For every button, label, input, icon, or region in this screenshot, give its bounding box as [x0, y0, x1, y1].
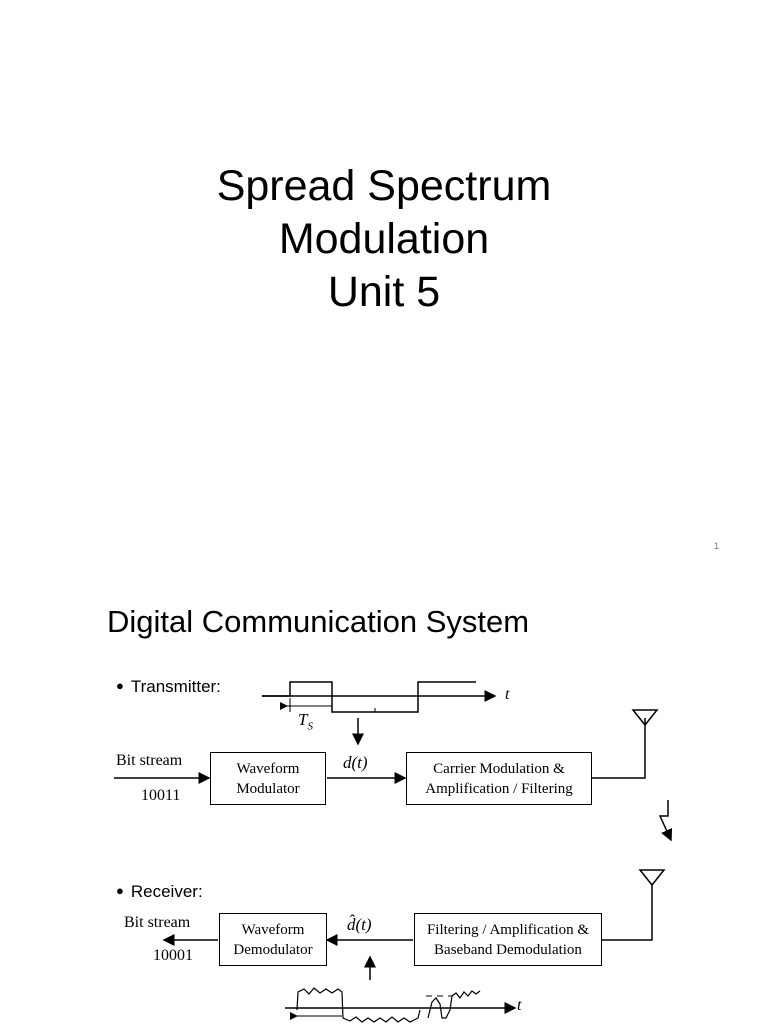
- waveform-demodulator-box: Waveform Demodulator: [219, 913, 327, 966]
- tx-signal-label: d(t): [343, 753, 368, 772]
- transmitter-label: Transmitter:: [130, 677, 221, 696]
- tx-time-label: t: [505, 686, 510, 703]
- filtering-demodulation-box: Filtering / Amplification & Baseband Dem…: [414, 913, 602, 966]
- carrier-modulation-line-2: Amplification / Filtering: [425, 780, 573, 797]
- slide-title: Digital Communication System: [107, 604, 530, 639]
- title-line-1: Spread Spectrum: [216, 162, 552, 210]
- transmitter-bullet: ● Transmitter:: [116, 677, 221, 697]
- wireless-channel-icon: [658, 800, 673, 842]
- rx-signal-label: d̂(t): [347, 915, 372, 934]
- filtering-demodulation-line-2: Baseband Demodulation: [434, 941, 582, 958]
- filtering-demodulation-line-1: Filtering / Amplification &: [426, 921, 590, 938]
- waveform-modulator-box: Waveform Modulator: [210, 752, 326, 805]
- bullet-dot: ●: [116, 678, 124, 693]
- rx-output-label: Bit stream: [124, 914, 191, 931]
- tx-input-bits: 10011: [141, 787, 181, 804]
- waveform-modulator-line-2: Modulator: [236, 780, 300, 797]
- symbol-period-label: TS: [298, 710, 313, 733]
- page-number: 1: [714, 541, 720, 551]
- tx-antenna-line: [592, 718, 646, 779]
- slide-title-block: Spread Spectrum Modulation Unit 5: [0, 160, 768, 319]
- rx-waveform: [285, 987, 517, 1023]
- title-line-2: Modulation: [278, 215, 490, 263]
- tx-waveform: [262, 681, 497, 713]
- tx-input-label: Bit stream: [116, 752, 183, 769]
- rx-time-label: t: [517, 997, 522, 1014]
- rx-antenna-line: [602, 884, 653, 941]
- block-diagram: [114, 681, 673, 1023]
- receiver-bullet: ● Receiver:: [116, 882, 203, 902]
- rx-output-bits: 10001: [153, 947, 193, 964]
- waveform-demodulator-line-1: Waveform: [241, 921, 305, 938]
- bullet-dot: ●: [116, 883, 124, 898]
- content-slide: Digital Communication System: [0, 578, 768, 1024]
- rx-antenna-icon: [638, 869, 666, 887]
- waveform-demodulator-line-2: Demodulator: [233, 941, 313, 958]
- title-slide: Spread Spectrum Modulation Unit 5 1: [0, 160, 768, 551]
- waveform-modulator-line-1: Waveform: [236, 760, 300, 777]
- carrier-modulation-line-1: Carrier Modulation &: [433, 760, 565, 777]
- receiver-label: Receiver:: [130, 882, 203, 901]
- carrier-modulation-box: Carrier Modulation & Amplification / Fil…: [406, 752, 592, 805]
- title-line-3: Unit 5: [327, 268, 441, 316]
- tx-antenna-icon: [631, 709, 659, 727]
